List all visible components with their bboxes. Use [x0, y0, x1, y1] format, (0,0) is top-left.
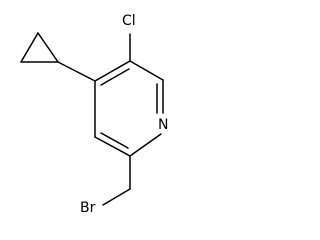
chemical-structure: Cl N Br: [20, 13, 168, 216]
cyclopropyl-bond-3: [37, 32, 59, 63]
cyclopropyl-ring-bond: [57, 61, 96, 82]
ring-bond-c4-c5-inner: [100, 68, 130, 86]
ring-bond-c2-c3: [94, 136, 131, 157]
nitrogen-atom-label: N: [158, 117, 168, 133]
bromine-atom-label: Br: [80, 200, 96, 216]
cyclopropyl-ring: [20, 32, 59, 63]
ring-bond-c2-c3-inner: [100, 132, 129, 149]
ring-bond-c5-c6: [129, 60, 164, 81]
ch2-br-bond: [102, 188, 131, 206]
ring-bond-c4-c5: [94, 60, 131, 82]
chlorine-atom-label: Cl: [122, 13, 136, 29]
cyclopropyl-bond-1: [20, 32, 39, 63]
ring-bond-n-c2: [129, 133, 162, 157]
pyridine-ring: [94, 60, 164, 157]
